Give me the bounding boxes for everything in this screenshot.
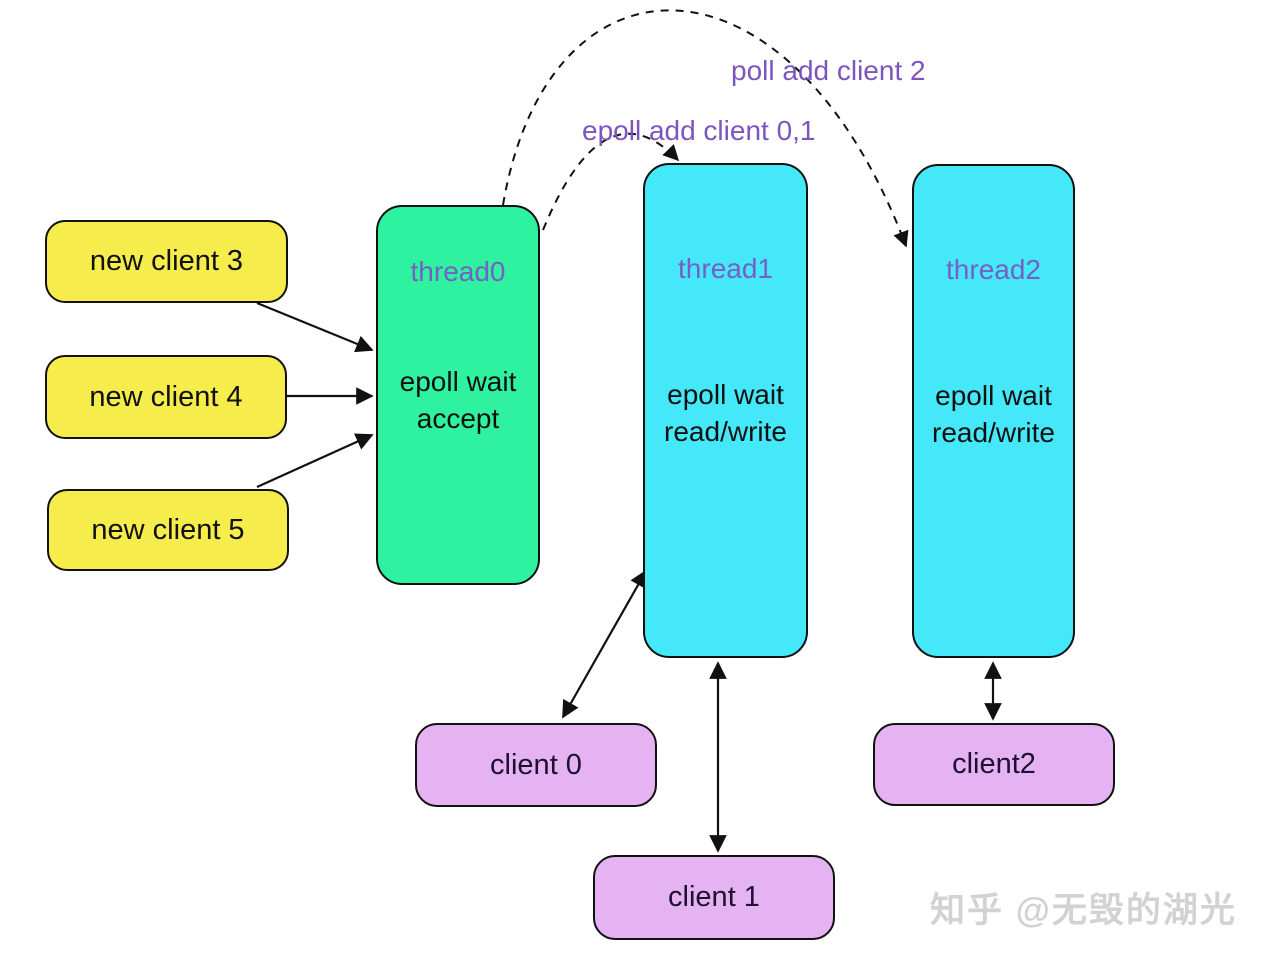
edge-label-epoll-add-client-0-1: epoll add client 0,1	[582, 115, 816, 146]
node-new-client-5-label: new client 5	[91, 513, 245, 546]
node-thread1-body-line1: epoll wait	[667, 379, 784, 410]
node-thread2-body-line1: epoll wait	[935, 380, 1052, 411]
node-thread1-body-line2: read/write	[664, 416, 787, 447]
node-thread1-body: epoll wait read/write	[645, 376, 806, 450]
node-thread2-body-line2: read/write	[932, 417, 1055, 448]
arrow-thread1-client-0-bidirectional	[562, 569, 647, 719]
node-new-client-4-label: new client 4	[89, 380, 243, 413]
node-client-0-label: client 0	[490, 748, 582, 781]
node-new-client-3-label: new client 3	[89, 245, 244, 277]
node-new-client-4: new client 4	[45, 355, 287, 439]
node-thread0: thread0 epoll wait accept	[376, 205, 540, 585]
node-thread0-body-line1: epoll wait	[399, 366, 517, 397]
dashed-arc-thread0-to-thread1	[542, 132, 680, 231]
node-thread2-title: thread2	[946, 254, 1041, 285]
node-thread2: thread2 epoll wait read/write	[912, 164, 1075, 658]
node-thread2-body: epoll wait read/write	[914, 377, 1073, 451]
zhihu-watermark: 知乎 @无毁的湖光	[930, 891, 1237, 930]
node-thread1: thread1 epoll wait read/write	[643, 163, 808, 658]
node-new-client-3: new client 3	[45, 220, 288, 303]
node-client-1: client 1	[593, 855, 835, 940]
edge-label-poll-add-client-2: poll add client 2	[731, 55, 926, 86]
node-new-client-5: new client 5	[47, 489, 289, 571]
node-client-1-label: client 1	[668, 881, 760, 913]
node-client-2: client2	[873, 723, 1115, 806]
arrow-new-client-5-to-thread0	[256, 433, 374, 489]
dashed-arc-thread0-to-thread2	[502, 9, 909, 248]
node-thread1-title: thread1	[678, 253, 773, 284]
node-thread0-body: epoll wait accept	[378, 363, 538, 437]
node-thread0-title: thread0	[410, 256, 506, 287]
node-client-0: client 0	[415, 723, 657, 807]
arrow-new-client-3-to-thread0	[256, 301, 374, 353]
node-client-2-label: client2	[952, 748, 1036, 780]
node-thread0-body-line2: accept	[416, 403, 500, 434]
